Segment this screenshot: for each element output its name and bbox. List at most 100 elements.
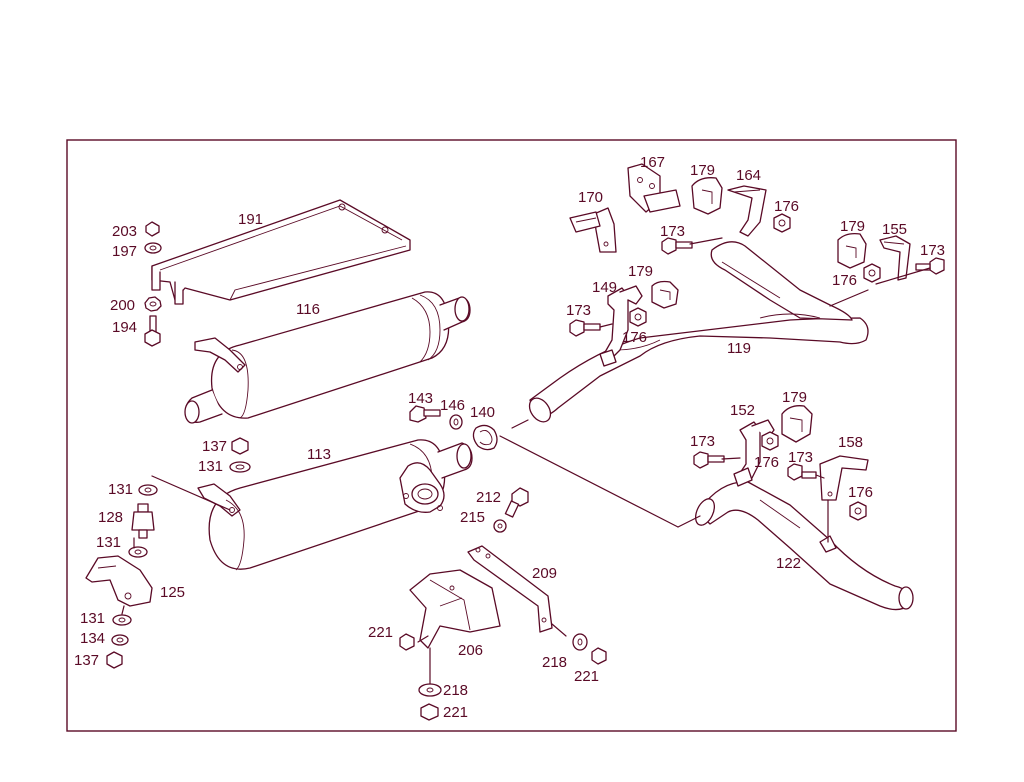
heat-shield-206 <box>409 569 501 649</box>
washer-131-b <box>128 546 148 558</box>
nut-221-a <box>591 647 607 665</box>
label-137-a: 137 <box>74 652 99 669</box>
label-143: 143 <box>408 390 433 407</box>
label-221-a: 221 <box>574 668 599 685</box>
bolt-173-a <box>569 319 601 337</box>
label-176-d: 176 <box>754 454 779 471</box>
nut-221-c <box>420 703 439 721</box>
rubber-hanger-179-a <box>651 280 679 309</box>
label-134: 134 <box>80 630 105 647</box>
label-119: 119 <box>727 340 751 357</box>
label-170: 170 <box>578 189 603 206</box>
diagram-frame <box>66 139 957 732</box>
label-146: 146 <box>440 397 465 414</box>
label-206: 206 <box>458 642 483 659</box>
label-131-a: 131 <box>108 481 133 498</box>
label-218-a: 218 <box>542 654 567 671</box>
nut-176-d <box>761 431 779 451</box>
label-149: 149 <box>592 279 617 296</box>
leader-lines <box>121 237 931 685</box>
label-152: 152 <box>730 402 755 419</box>
label-164: 164 <box>736 167 761 184</box>
bracket-164 <box>727 185 767 237</box>
exhaust-pipe-122 <box>694 481 914 611</box>
label-131-c: 131 <box>80 610 105 627</box>
label-179-a: 179 <box>628 263 653 280</box>
label-203: 203 <box>112 223 137 240</box>
bolt-173-d <box>693 451 725 469</box>
clamp-tab-122 <box>819 535 837 553</box>
label-125: 125 <box>160 584 185 601</box>
label-173-d: 173 <box>690 433 715 450</box>
label-140: 140 <box>470 404 495 421</box>
washer-218-b <box>418 683 442 697</box>
hanger-bracket-125 <box>85 555 153 607</box>
clamp-140 <box>472 424 498 451</box>
washer-131-a <box>138 484 158 496</box>
label-122: 122 <box>776 555 801 572</box>
label-191: 191 <box>238 211 263 228</box>
label-215: 215 <box>460 509 485 526</box>
label-137-b: 137 <box>202 438 227 455</box>
label-176-e: 176 <box>848 484 873 501</box>
label-218-b: 218 <box>443 682 468 699</box>
nut-221-b <box>399 633 415 651</box>
label-212: 212 <box>476 489 501 506</box>
bolt-173-c <box>915 257 945 275</box>
rubber-hanger-179-c <box>837 232 867 269</box>
nut-176-a <box>629 307 647 327</box>
nut-137-b <box>231 437 249 455</box>
bracket-167 <box>627 163 681 213</box>
label-173-e: 173 <box>788 449 813 466</box>
heat-shield-191 <box>151 199 411 305</box>
rubber-hanger-179-d <box>781 405 813 443</box>
label-176-a: 176 <box>622 329 647 346</box>
exhaust-pipe-119 <box>528 241 869 423</box>
washer-134 <box>111 634 129 646</box>
washer-218-a <box>572 633 588 651</box>
label-197: 197 <box>112 243 137 260</box>
label-128: 128 <box>98 509 123 526</box>
washer-131-c <box>112 614 132 626</box>
label-167: 167 <box>640 154 665 171</box>
label-179-d: 179 <box>782 389 807 406</box>
label-176-b: 176 <box>774 198 799 215</box>
bracket-155 <box>879 235 911 281</box>
nut-176-c <box>863 263 881 283</box>
label-179-b: 179 <box>690 162 715 179</box>
label-173-c: 173 <box>920 242 945 259</box>
bolt-143 <box>409 405 441 423</box>
rear-muffler-116 <box>184 291 471 424</box>
nut-176-e <box>849 501 867 521</box>
bolt-173-b <box>661 237 693 255</box>
label-221-b: 221 <box>368 624 393 641</box>
label-209: 209 <box>532 565 557 582</box>
label-200: 200 <box>110 297 135 314</box>
bolt-194 <box>144 315 161 347</box>
label-173-a: 173 <box>566 302 591 319</box>
front-muffler-113 <box>197 439 473 571</box>
rubber-hanger-179-b <box>691 177 723 215</box>
rubber-mount-128 <box>131 503 155 539</box>
label-113: 113 <box>307 446 331 463</box>
lock-washer-200 <box>144 296 162 312</box>
label-116: 116 <box>296 301 320 318</box>
washer-215 <box>493 519 507 533</box>
nut-176-b <box>773 213 791 233</box>
bracket-158 <box>819 455 869 501</box>
washer-197 <box>144 242 162 254</box>
hanger-152 <box>733 419 775 487</box>
nut-203 <box>145 221 160 237</box>
label-179-c: 179 <box>840 218 865 235</box>
label-221-c: 221 <box>443 704 468 721</box>
label-194: 194 <box>112 319 137 336</box>
label-173-b: 173 <box>660 223 685 240</box>
bolt-173-e <box>787 463 817 481</box>
label-155: 155 <box>882 221 907 238</box>
label-158: 158 <box>838 434 863 451</box>
nut-137-a <box>106 651 123 669</box>
label-176-c: 176 <box>832 272 857 289</box>
bracket-170 <box>569 207 617 253</box>
hanger-149 <box>599 285 643 367</box>
